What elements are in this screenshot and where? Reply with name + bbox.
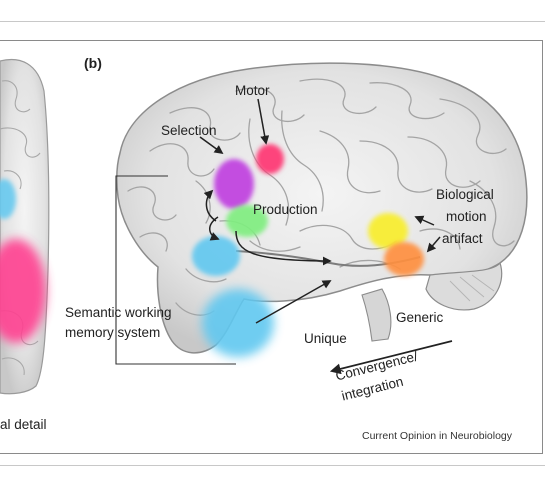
selection-region — [214, 159, 254, 209]
unique-arrow — [255, 280, 332, 324]
left-blue-region — [0, 179, 16, 219]
generic-label: Generic — [396, 310, 444, 325]
production-region — [226, 205, 268, 237]
selection-arrow — [199, 136, 224, 155]
unique-label: Unique — [304, 331, 347, 346]
brain-regions — [192, 144, 424, 357]
convergence-arrow — [329, 340, 453, 375]
motion-arrow — [426, 236, 441, 253]
motor-region — [256, 144, 284, 174]
bottom-divider — [0, 465, 545, 466]
selection-production-arrow — [203, 189, 217, 222]
artifact-label: artifact — [442, 231, 483, 246]
left-brain-partial — [0, 58, 50, 395]
semantic-upper-region — [192, 236, 240, 276]
semantic-label-line2: memory system — [65, 325, 161, 340]
semantic-temporal-region — [202, 289, 274, 357]
arrows — [199, 98, 453, 375]
semantic-bracket — [115, 175, 236, 365]
motor-label: Motor — [235, 83, 270, 98]
biological-motion-region — [368, 213, 408, 249]
figure-canvas — [0, 58, 528, 395]
production-to-posterior-arrow — [235, 230, 332, 266]
left-panel-caption: al detail — [0, 417, 47, 432]
motor-arrow — [257, 98, 270, 145]
top-divider — [0, 21, 545, 22]
left-pink-region — [0, 239, 46, 343]
production-label: Production — [253, 202, 318, 217]
figure-panel: (b) Motor Selection Production Biologica… — [0, 40, 543, 454]
biological-arrow — [414, 215, 435, 226]
artifact-region — [384, 242, 424, 276]
selection-label: Selection — [161, 123, 217, 138]
brain-lateral-view — [115, 62, 528, 354]
panel-letter: (b) — [84, 55, 102, 71]
motion-label: motion — [446, 209, 487, 224]
semantic-label-line1: Semantic working — [65, 305, 172, 320]
journal-credit: Current Opinion in Neurobiology — [362, 430, 512, 442]
production-semantic-arrow — [209, 216, 220, 241]
biological-label: Biological — [436, 187, 494, 202]
